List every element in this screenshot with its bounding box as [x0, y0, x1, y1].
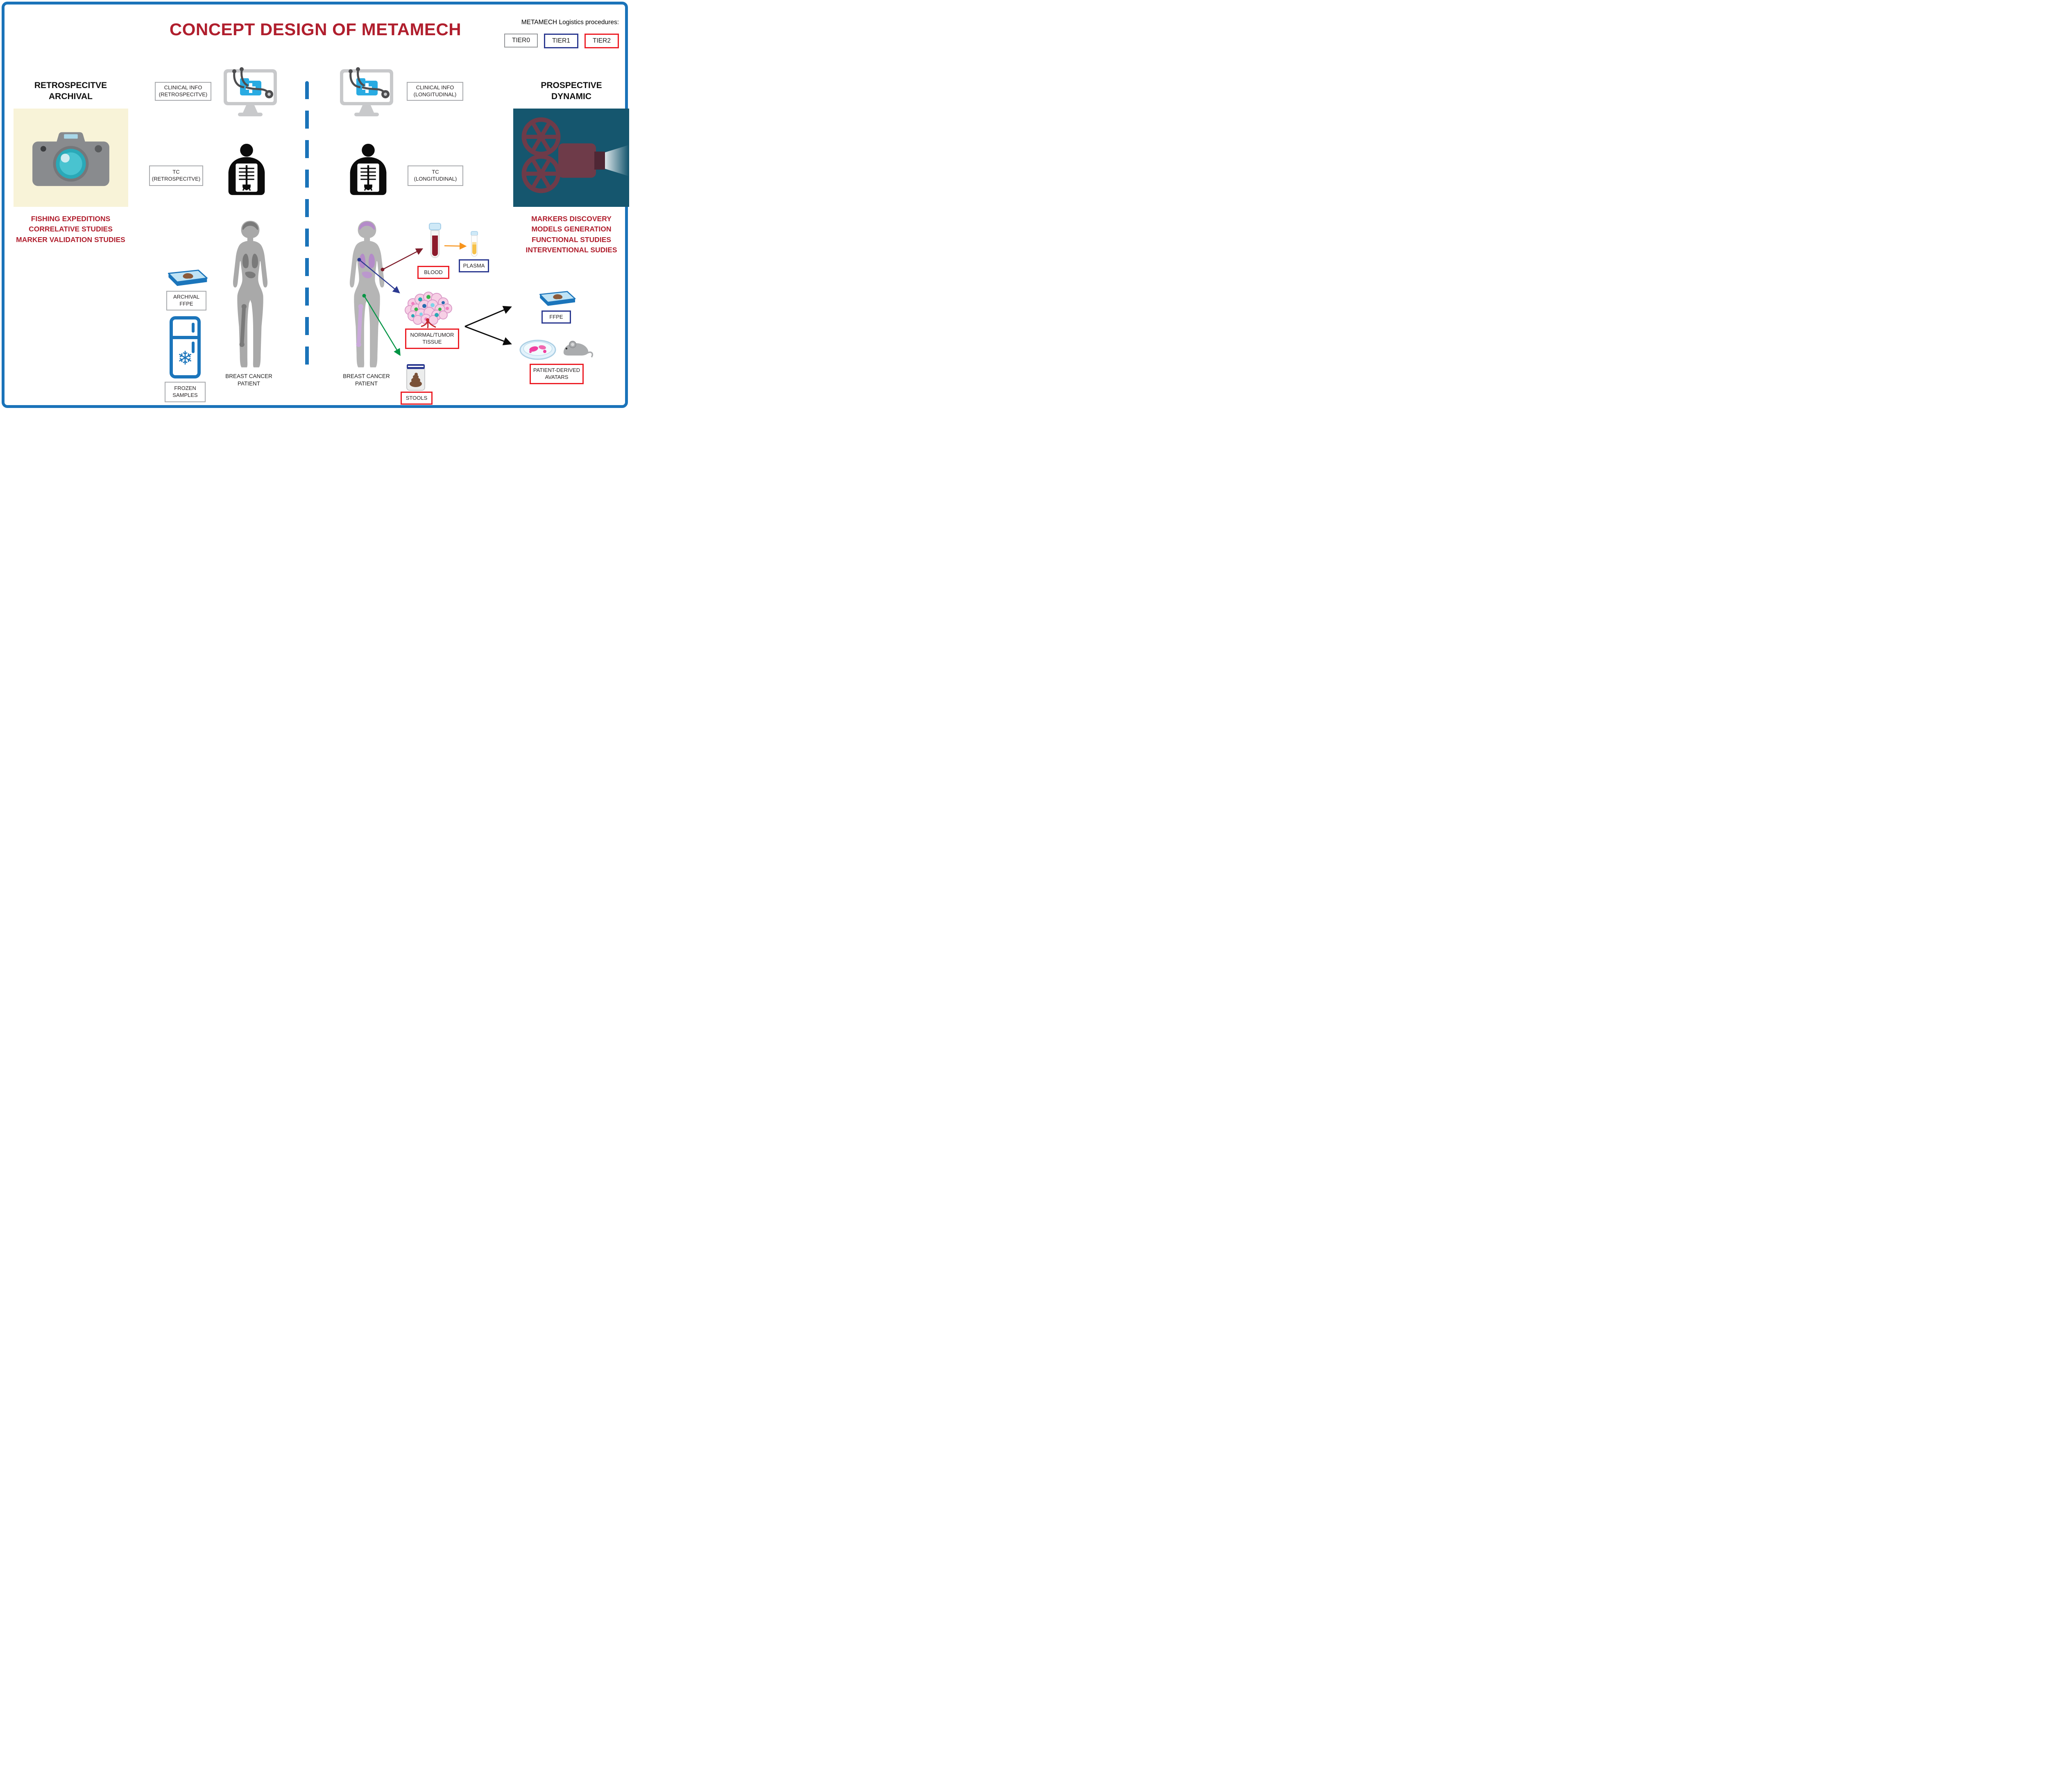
label-patient-derived-avatars: PATIENT-DERIVED AVATARS	[530, 364, 584, 384]
label-line: TC	[432, 169, 439, 175]
label-line: (LONGITUDINAL)	[414, 176, 457, 182]
label-line: (RETROSPECITVE)	[159, 91, 208, 97]
xray-scan-icon-longitudinal	[344, 143, 392, 200]
label-line: STOOLS	[406, 394, 428, 401]
tier1-chip: TIER1	[544, 34, 578, 48]
bullet: MODELS GENERATION	[531, 225, 612, 233]
label-line: TISSUE	[422, 339, 442, 345]
projector-panel	[513, 109, 629, 207]
label-blood: BLOOD	[417, 266, 449, 279]
label-line: PATIENT-DERIVED	[533, 367, 580, 374]
blood-tube-icon	[426, 222, 444, 263]
center-dashed-divider	[305, 81, 309, 373]
label-line: BREAST CANCER	[225, 373, 272, 379]
label-plasma: PLASMA	[459, 259, 489, 272]
label-line: FFPE	[179, 301, 193, 307]
label-frozen-samples: FROZEN SAMPLES	[165, 382, 206, 402]
left-panel-bullets: FISHING EXPEDITIONS CORRELATIVE STUDIES …	[6, 214, 135, 245]
tier-legend: TIER0 TIER1 TIER2	[504, 34, 619, 48]
label-clinical-info-longitudinal: CLINICAL INFO (LONGITUDINAL)	[407, 82, 463, 101]
heading-line: PROSPECTIVE	[541, 81, 602, 90]
label-line: PATIENT	[237, 380, 260, 387]
body-silhouette-longitudinal	[342, 217, 392, 372]
xray-scan-icon	[222, 143, 271, 200]
right-panel-heading: PROSPECTIVE DYNAMIC	[512, 80, 630, 102]
label-line: (LONGITUDINAL)	[413, 91, 457, 97]
label-line: FROZEN	[174, 385, 196, 392]
petri-dish-icon	[519, 335, 557, 361]
heading-line: DYNAMIC	[551, 92, 591, 102]
heading-line: ARCHIVAL	[49, 92, 93, 102]
patient-label-longitudinal: BREAST CANCER PATIENT	[339, 373, 394, 387]
ffpe-cassette-icon	[535, 287, 578, 309]
label-clinical-info-retro: CLINICAL INFO (RETROSPECITVE)	[155, 82, 211, 101]
label-line: BLOOD	[424, 269, 443, 275]
label-line: PATIENT	[355, 380, 378, 387]
bullet: MARKER VALIDATION STUDIES	[16, 235, 125, 244]
label-line: SAMPLES	[172, 392, 198, 398]
page-title: CONCEPT DESIGN OF METAMECH	[169, 20, 462, 39]
bullet: FISHING EXPEDITIONS	[31, 215, 111, 223]
tier0-label: TIER0	[512, 37, 530, 44]
freezer-icon: ❄	[169, 316, 202, 378]
ffpe-cassette-icon-archival	[163, 265, 210, 289]
camera-icon	[32, 132, 109, 186]
label-archival-ffpe: ARCHIVAL FFPE	[166, 291, 206, 310]
label-line: FFPE	[549, 313, 563, 320]
tier2-label: TIER2	[593, 37, 611, 44]
ffpe-arrow	[464, 306, 512, 327]
label-tc-longitudinal: TC (LONGITUDINAL)	[408, 165, 463, 186]
label-line: (RETROSPECITVE)	[152, 176, 201, 182]
label-line: CLINICAL INFO	[164, 84, 202, 91]
bullet: INTERVENTIONAL SUDIES	[526, 246, 617, 254]
label-ffpe: FFPE	[541, 310, 571, 324]
label-line: TC	[172, 169, 180, 175]
left-panel-heading: RETROSPECITVE ARCHIVAL	[12, 80, 129, 102]
avatars-arrow	[464, 326, 512, 345]
heading-line: RETROSPECITVE	[34, 81, 107, 90]
medical-records-monitor-icon	[215, 67, 285, 124]
legend-heading: METAMECH Logistics procedures:	[521, 19, 619, 26]
mouse-icon	[560, 338, 593, 360]
bullet: CORRELATIVE STUDIES	[29, 225, 113, 233]
label-line: PLASMA	[463, 262, 485, 269]
label-line: NORMAL/TUMOR	[410, 332, 454, 338]
plasma-tube-icon	[468, 231, 480, 260]
label-normal-tumor-tissue: NORMAL/TUMOR TISSUE	[405, 328, 459, 349]
bullet: FUNCTIONAL STUDIES	[531, 235, 612, 244]
tumor-cells-icon	[401, 288, 455, 329]
tier0-chip: TIER0	[504, 34, 538, 48]
label-stools: STOOLS	[401, 392, 433, 405]
figure-canvas: CONCEPT DESIGN OF METAMECH METAMECH Logi…	[0, 0, 630, 410]
camera-panel	[14, 109, 128, 207]
right-panel-bullets: MARKERS DISCOVERY MODELS GENERATION FUNC…	[508, 214, 630, 256]
tier1-label: TIER1	[552, 37, 570, 44]
label-tc-retro: TC (RETROSPECITVE)	[149, 165, 203, 186]
stool-sample-icon	[405, 361, 427, 392]
bullet: MARKERS DISCOVERY	[531, 215, 612, 223]
movie-projector-icon	[521, 117, 629, 193]
label-line: AVATARS	[545, 374, 569, 380]
svg-text:❄: ❄	[177, 347, 193, 369]
tier2-chip: TIER2	[584, 34, 619, 48]
label-line: CLINICAL INFO	[416, 84, 454, 91]
label-line: BREAST CANCER	[343, 373, 390, 379]
body-silhouette-retro	[225, 217, 275, 372]
patient-label-retro: BREAST CANCER PATIENT	[221, 373, 276, 387]
medical-records-monitor-icon-longitudinal	[332, 67, 401, 124]
label-line: ARCHIVAL	[173, 294, 200, 300]
